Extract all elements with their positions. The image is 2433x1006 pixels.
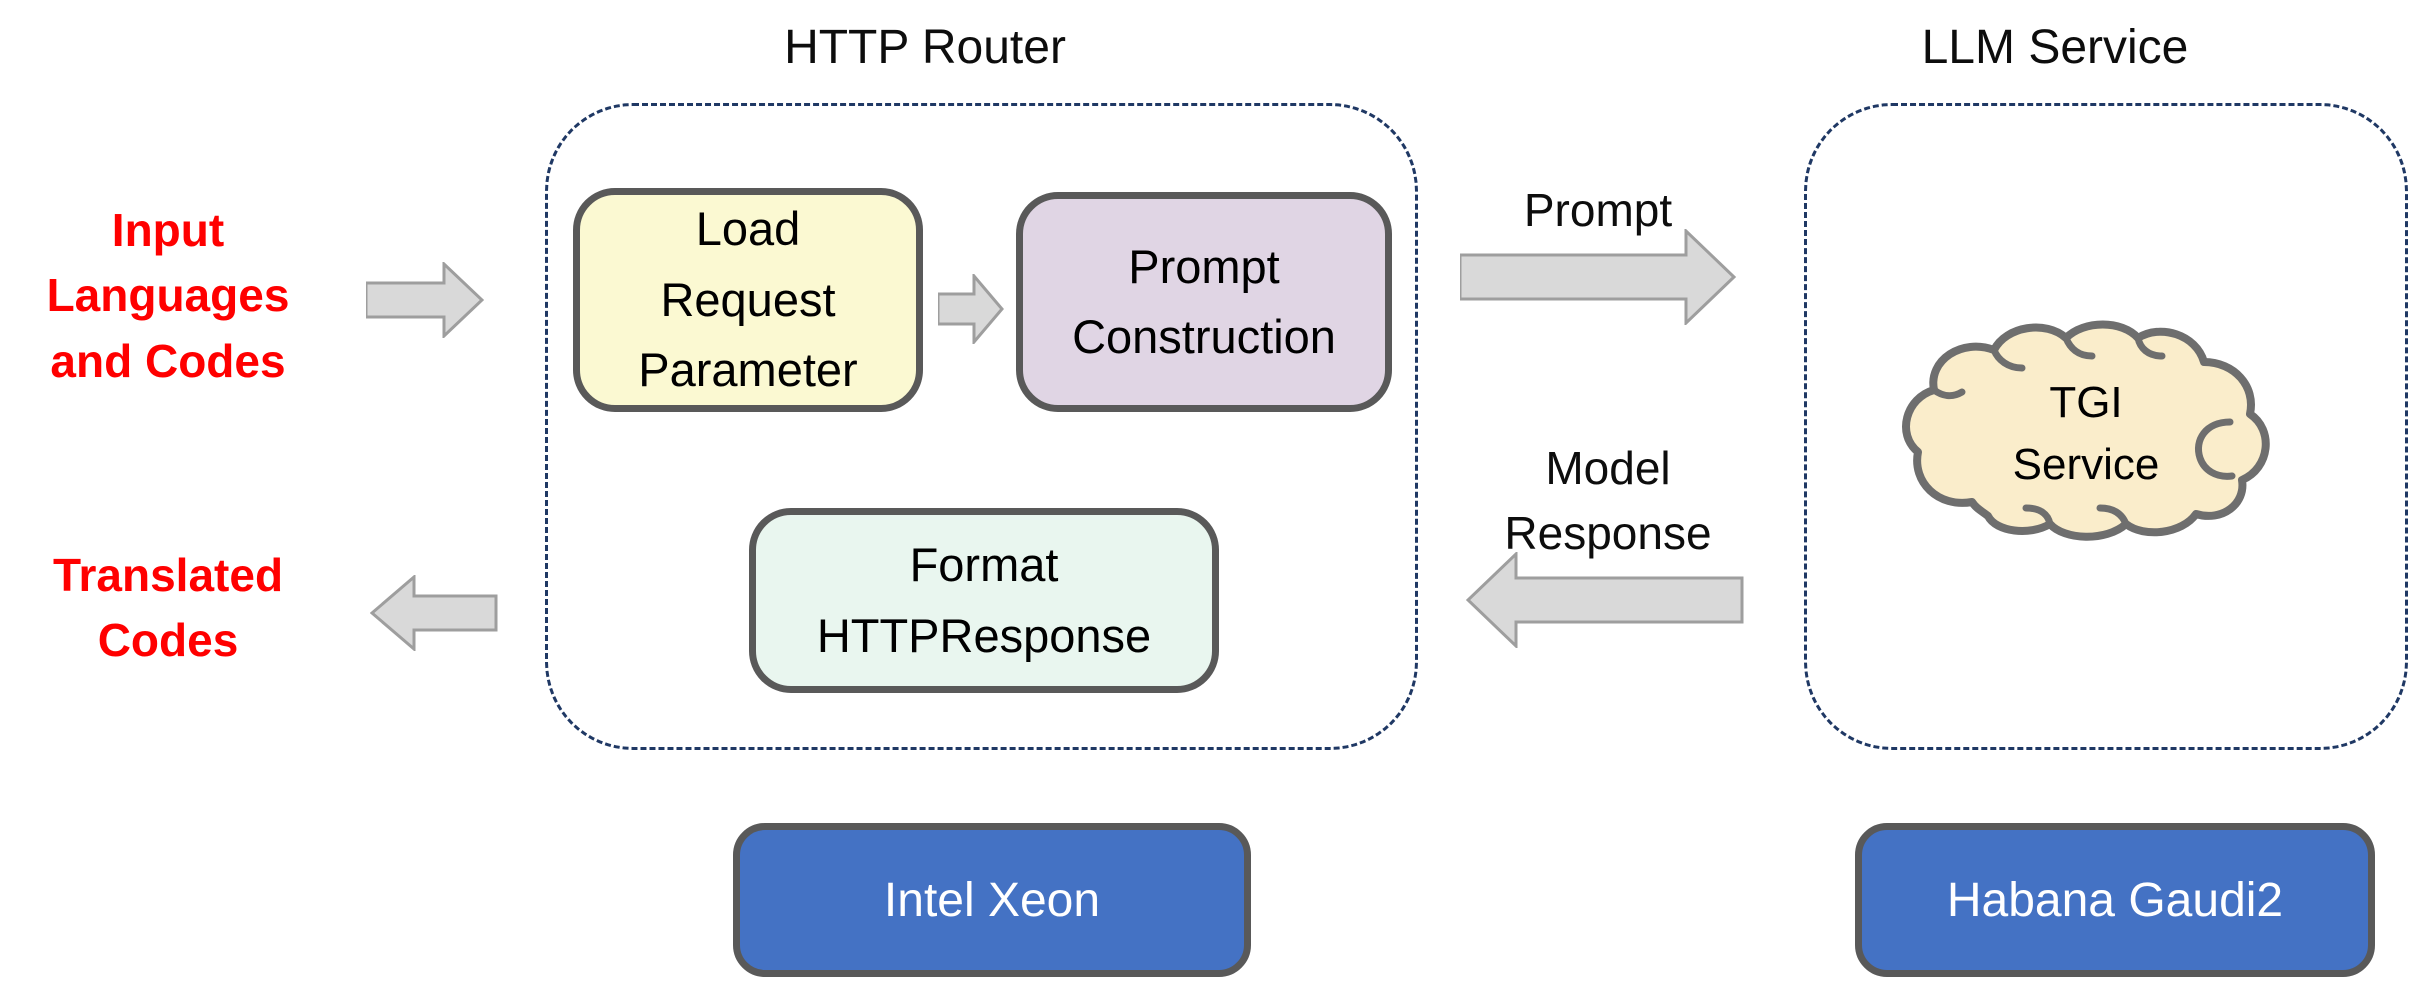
- intel-xeon-box: Intel Xeon: [733, 823, 1251, 977]
- prompt-flow-label: Prompt: [1523, 184, 1673, 236]
- cloud-icon: [1902, 320, 2270, 541]
- prompt-arrow-right-icon: [1460, 229, 1737, 325]
- format-httpresponse-box: Format HTTPResponse: [749, 508, 1219, 693]
- load-request-parameter-box: Load Request Parameter: [573, 188, 923, 412]
- input-arrow-right-icon: [366, 262, 484, 338]
- prompt-construction-box: Prompt Construction: [1016, 192, 1392, 412]
- http-router-container: [545, 103, 1418, 750]
- habana-gaudi2-box: Habana Gaudi2: [1855, 823, 2375, 977]
- pipeline-arrow-right-icon: [938, 274, 1004, 344]
- http-router-title: HTTP Router: [784, 21, 1066, 74]
- model-response-flow-label: Model Response: [1504, 442, 1712, 560]
- response-arrow-left-icon: [1466, 552, 1744, 648]
- tgi-service-label: TGI Service: [2012, 378, 2160, 489]
- translated-codes-label: Translated Codes: [52, 549, 284, 667]
- output-arrow-left-icon: [370, 575, 498, 651]
- llm-service-title: LLM Service: [1921, 21, 2189, 74]
- llm-service-container: [1804, 103, 2408, 750]
- input-languages-label: Input Languages and Codes: [46, 204, 290, 387]
